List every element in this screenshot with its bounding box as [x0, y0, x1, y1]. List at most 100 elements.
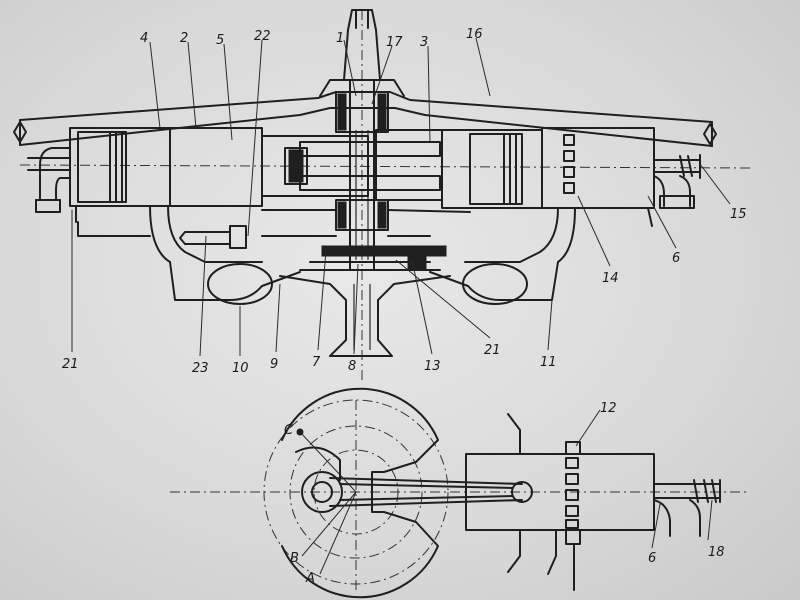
label-5: 5: [216, 33, 224, 48]
carburettor-inlet: [179, 231, 231, 245]
upper-bearing-left-shade: [337, 93, 347, 131]
right-manifold-outer: [429, 207, 576, 301]
right-piston: [469, 133, 523, 205]
crank-pin: [284, 147, 308, 185]
bottom-valve-threads: [693, 479, 717, 503]
right-cylinder-body: [541, 127, 655, 209]
label-23: 23: [192, 361, 209, 376]
left-manifold-outer: [149, 205, 301, 301]
cylinder-top-nub: [565, 441, 581, 455]
right-cylinder: [441, 129, 543, 209]
right-valve-stem: [653, 154, 701, 179]
label-14: 14: [602, 271, 619, 286]
outer-dashed-circle: [263, 399, 449, 585]
upper-bearing-right-shade: [377, 93, 387, 131]
label-6: 6: [672, 251, 680, 266]
lower-bearing-right-shade: [377, 201, 387, 229]
label-22: 22: [254, 29, 271, 44]
base-bore: [353, 284, 371, 350]
label-b: B: [290, 551, 299, 566]
left-exhaust-end: [35, 199, 61, 213]
label-2: 2: [180, 31, 188, 46]
right-exhaust-ports: [563, 134, 575, 194]
label-13: 13: [424, 359, 441, 374]
base-flange: [279, 275, 451, 357]
left-piston: [77, 131, 127, 203]
wrist-pin: [511, 481, 533, 503]
cylinder-bottom-nub: [565, 529, 581, 545]
inner-dashed-circle: [313, 449, 399, 535]
right-piston-rings: [503, 133, 517, 205]
label-21-left: 21: [62, 357, 79, 372]
lower-bearing: [335, 199, 389, 231]
left-exhaust-pipe: [39, 147, 71, 201]
label-21-right: 21: [484, 343, 501, 358]
leader-lines: [71, 37, 731, 357]
lower-fin-right: [547, 529, 557, 575]
left-manifold-inner: [167, 205, 263, 263]
crank-eye-outer: [301, 471, 343, 513]
rotor-arm-bottom: [19, 107, 713, 147]
label-17: 17: [386, 35, 403, 50]
counterweight-inner-left: [295, 446, 341, 481]
label-8: 8: [348, 359, 356, 374]
left-cylinder: [69, 127, 171, 207]
label-16: 16: [466, 27, 483, 42]
cylinder-axis: [19, 164, 751, 169]
left-cylinder-body: [169, 127, 263, 207]
rotor-pivot-left: [13, 121, 27, 143]
marker-c-dot: [296, 428, 304, 436]
right-valve-threads: [679, 155, 693, 177]
bottom-section-view: 12 6 18 A B C: [170, 387, 750, 599]
label-12: 12: [600, 401, 617, 416]
upper-bearing: [335, 91, 389, 133]
connecting-rod-inner: [339, 483, 513, 501]
crank-eye-inner: [311, 481, 333, 503]
crank-web-lower: [299, 175, 441, 191]
upper-hub: [319, 79, 405, 97]
label-18: 18: [708, 545, 725, 560]
connecting-rod: [329, 477, 523, 507]
label-15: 15: [730, 207, 747, 222]
lower-fin-left: [507, 529, 521, 573]
counterweight-outline: [281, 387, 439, 599]
pinion: [407, 247, 427, 271]
bottom-exhaust-ports: [565, 457, 579, 529]
marker-b-line: [301, 491, 357, 557]
left-fuel-line: [77, 221, 151, 237]
right-chamber: [462, 263, 528, 305]
label-9: 9: [270, 357, 278, 372]
bottom-leader-lines: [575, 409, 713, 549]
left-chamber: [207, 263, 273, 305]
label-4: 4: [140, 31, 148, 46]
bevel-gear: [321, 245, 447, 257]
label-c: C: [284, 423, 294, 438]
label-3: 3: [420, 35, 428, 50]
shaft-tip-detail: [355, 9, 369, 29]
top-assembly-view: 4 2 5 22 1 17 3 16 15 6 14 11 21 13 8 7 …: [13, 9, 751, 380]
label-a: A: [305, 571, 315, 586]
label-11: 11: [540, 355, 557, 370]
right-exhaust-pipe: [653, 175, 691, 207]
bottom-valve-stem: [653, 479, 721, 503]
label-1: 1: [336, 31, 344, 46]
left-piston-rings: [109, 131, 123, 203]
lower-crankcase-line: [261, 209, 471, 213]
label-7: 7: [312, 355, 321, 370]
lower-bearing-left-shade: [337, 201, 347, 229]
rotor-pivot-right: [703, 123, 717, 145]
right-manifold-inner: [464, 207, 559, 263]
upper-fin: [507, 413, 521, 455]
marker-a-line: [319, 491, 357, 575]
label-10: 10: [232, 361, 249, 376]
right-exhaust-end: [659, 195, 695, 209]
crank-pin-shade: [288, 149, 304, 183]
middle-dashed-circle: [289, 425, 423, 559]
left-connecting-rod: [261, 135, 369, 197]
bottom-cylinder: [465, 453, 655, 531]
carburettor: [229, 225, 247, 249]
label-6-bottom: 6: [648, 551, 656, 566]
right-needle: [647, 207, 653, 227]
